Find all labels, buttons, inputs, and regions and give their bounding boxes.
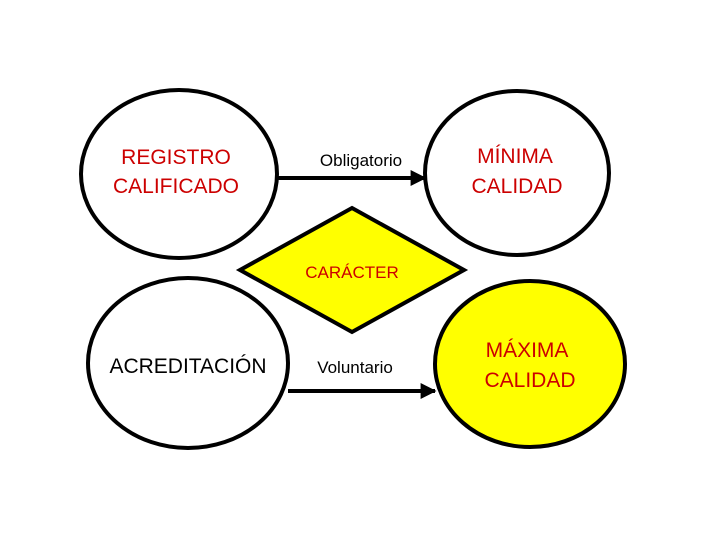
registro-line2: CALIFICADO bbox=[113, 175, 239, 198]
acreditacion-circle bbox=[86, 276, 290, 450]
maxima-calidad-circle bbox=[433, 279, 627, 449]
minima-line1: MÍNIMA bbox=[477, 145, 553, 168]
voluntario-label: Voluntario bbox=[317, 358, 393, 377]
maxima-line1: MÁXIMA bbox=[486, 339, 569, 362]
obligatorio-label: Obligatorio bbox=[320, 151, 402, 170]
caracter-label: CARÁCTER bbox=[305, 263, 399, 282]
minima-line2: CALIDAD bbox=[471, 175, 562, 198]
maxima-line2: CALIDAD bbox=[484, 369, 575, 392]
registro-line1: REGISTRO bbox=[121, 146, 231, 169]
minima-calidad-circle bbox=[423, 89, 611, 257]
registro-calificado-circle bbox=[79, 88, 279, 260]
caracter-diamond bbox=[235, 205, 469, 335]
acreditacion-label: ACREDITACIÓN bbox=[109, 355, 266, 378]
